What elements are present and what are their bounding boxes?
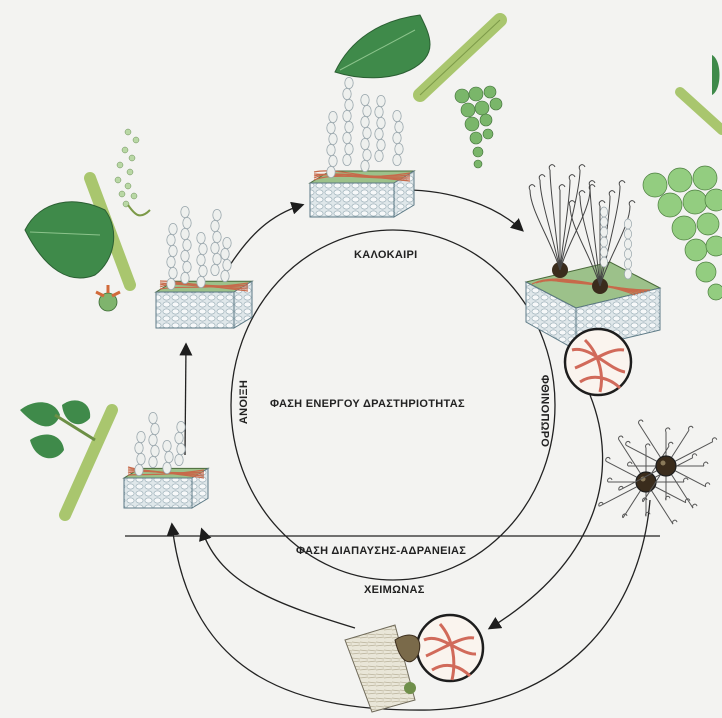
dormant-cane: [345, 625, 420, 712]
arrow-summer-to-autumn: [405, 190, 522, 230]
winter-label: ΧΕΙΜΩΝΑΣ: [364, 584, 425, 596]
magnified-mycelium-winter: [417, 615, 483, 681]
tissue-block-spring: [156, 206, 252, 328]
arrow-outer-return: [172, 500, 650, 710]
tissue-block-autumn: [526, 165, 660, 350]
early-spring-shoot: [20, 400, 112, 515]
tissue-block-summer: [310, 77, 414, 217]
summer-label: ΚΑΛΟΚΑΙΡΙ: [354, 249, 418, 261]
spring-flowering-branch: [25, 129, 150, 311]
spring-label: ΑΝΟΙΞΗ: [238, 380, 250, 424]
tissue-block-early-spring: [124, 412, 208, 508]
dormant-phase-label: ΦΑΣΗ ΔΙΑΠΑΥΣΗΣ-ΑΔΡΑΝΕΙΑΣ: [296, 545, 466, 557]
cleistothecia-right: [599, 420, 717, 524]
autumn-label: ΦΘΙΝΟΠΩΡΟ: [538, 375, 550, 448]
autumn-grape-cluster: [643, 55, 722, 300]
active-phase-label: ΦΑΣΗ ΕΝΕΡΓΟΥ ΔΡΑΣΤΗΡΙΟΤΗΤΑΣ: [270, 398, 465, 410]
summer-grape-branch: [335, 15, 502, 168]
arrow-winter-early-spring: [185, 345, 186, 455]
arrow-spring-to-summer: [230, 205, 302, 265]
magnified-mycelium-autumn: [565, 329, 631, 395]
